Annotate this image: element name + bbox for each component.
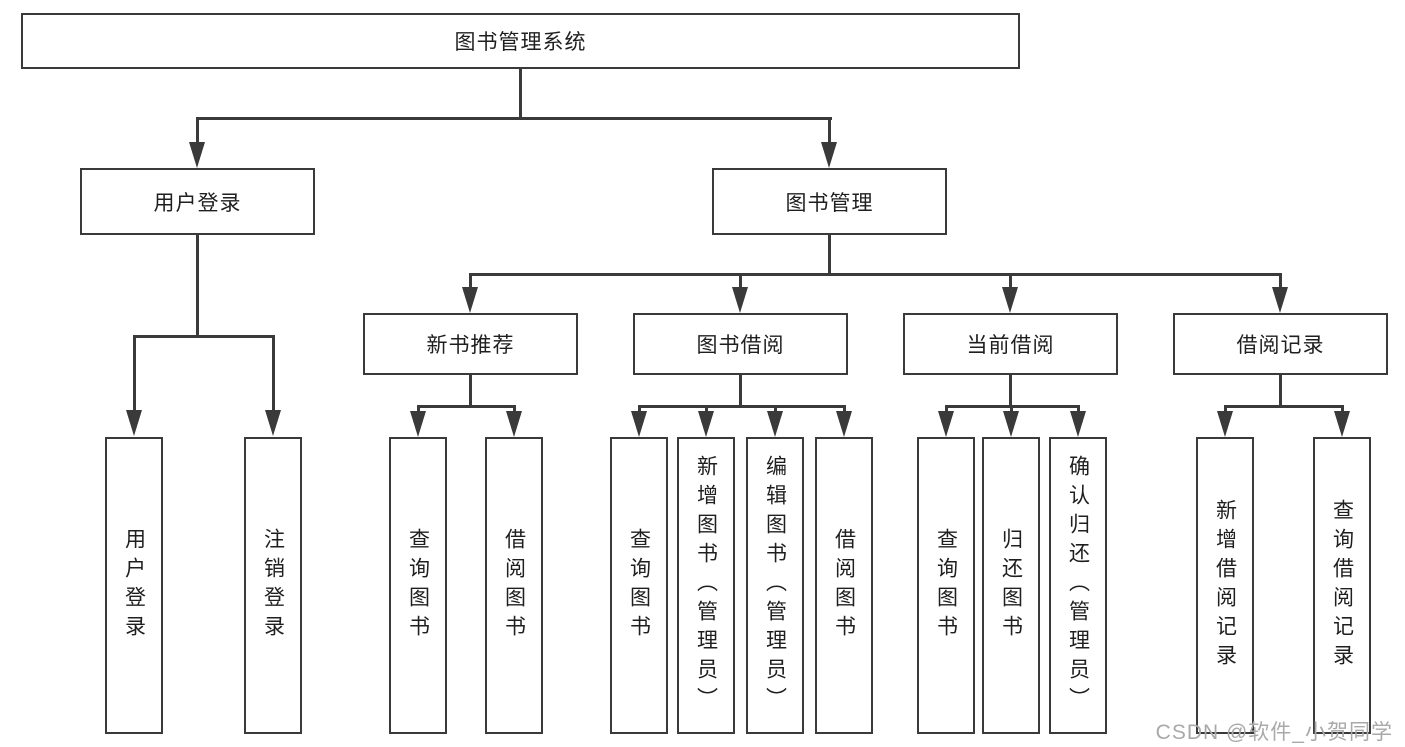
connector-arrow-line [469, 273, 472, 291]
node-current-borrow: 当前借阅 [903, 313, 1118, 375]
arrow-down-icon [1070, 411, 1086, 437]
connector-arrow-line [1077, 405, 1080, 415]
arrow-down-icon [1003, 411, 1019, 437]
connector-arrow-line [196, 117, 199, 147]
connector-group-stem [1009, 375, 1012, 407]
leaf-label: 归还图书 [999, 527, 1023, 644]
node-label: 当前借阅 [966, 334, 1055, 357]
connector-arrow-line [1009, 273, 1012, 291]
connector-root-stem [519, 69, 522, 119]
csdn-watermark: CSDN @软件_小贺同学 [1155, 721, 1393, 744]
node-label: 借阅记录 [1236, 334, 1325, 357]
connector-arrow-line [828, 117, 831, 147]
connector-level3-branch [469, 273, 1282, 276]
leaf-label: 确认归还（管理员） [1066, 455, 1090, 716]
arrow-down-icon [938, 411, 954, 437]
node-label: 新书推荐 [426, 334, 515, 357]
node-root-label: 图书管理系统 [454, 31, 587, 54]
connector-arrow-line [945, 405, 948, 415]
arrow-down-icon [265, 410, 281, 436]
arrow-down-icon [732, 287, 748, 313]
arrow-down-icon [821, 142, 837, 168]
leaf-query-book-borrow: 查询图书 [610, 437, 668, 734]
connector-group-stem [1279, 375, 1282, 407]
leaf-add-book-admin: 新增图书（管理员） [677, 437, 735, 734]
node-borrow-records: 借阅记录 [1173, 313, 1388, 375]
connector-group-branch [945, 405, 1080, 408]
leaf-borrow-book-recommend: 借阅图书 [485, 437, 543, 734]
leaf-add-borrow-record: 新增借阅记录 [1196, 437, 1254, 734]
node-root: 图书管理系统 [21, 13, 1020, 69]
leaf-query-book-current: 查询图书 [917, 437, 975, 734]
node-user-login-label: 用户登录 [153, 191, 242, 215]
arrow-down-icon [698, 411, 714, 437]
connector-arrow-line [1010, 405, 1013, 415]
leaf-label: 新增借阅记录 [1213, 498, 1237, 673]
arrow-down-icon [410, 411, 426, 437]
leaf-label: 用户登录 [122, 527, 146, 644]
leaf-label: 查询图书 [934, 527, 958, 644]
arrow-down-icon [1334, 411, 1350, 437]
node-user-login: 用户登录 [80, 168, 315, 235]
arrow-down-icon [767, 411, 783, 437]
node-new-book-recommend: 新书推荐 [363, 313, 578, 375]
connector-arrow-line [417, 405, 420, 415]
arrow-down-icon [1002, 287, 1018, 313]
connector-arrow-line [739, 273, 742, 291]
connector-group-stem [469, 375, 472, 407]
arrow-down-icon [126, 410, 142, 436]
connector-level1-branch [196, 117, 832, 120]
leaf-label: 编辑图书（管理员） [763, 455, 787, 716]
leaf-label: 新增图书（管理员） [694, 455, 718, 716]
leaf-return-book: 归还图书 [982, 437, 1040, 734]
connector-arrow-line [638, 405, 641, 415]
arrow-down-icon [189, 142, 205, 168]
leaf-query-borrow-record: 查询借阅记录 [1313, 437, 1371, 734]
connector-user-login-stem [196, 235, 199, 337]
connector-group-branch [417, 405, 516, 408]
leaf-label: 借阅图书 [502, 527, 526, 644]
arrow-down-icon [1272, 287, 1288, 313]
leaf-label: 借阅图书 [832, 527, 856, 644]
leaf-query-book-recommend: 查询图书 [389, 437, 447, 734]
node-book-borrow: 图书借阅 [633, 313, 848, 375]
connector-arrow-line [272, 335, 275, 412]
connector-arrow-line [133, 335, 136, 412]
leaf-borrow-book: 借阅图书 [815, 437, 873, 734]
leaf-confirm-return-admin: 确认归还（管理员） [1049, 437, 1107, 734]
connector-arrow-line [1224, 405, 1227, 415]
connector-book-mgmt-stem [828, 235, 831, 275]
arrow-down-icon [506, 411, 522, 437]
arrow-down-icon [631, 411, 647, 437]
leaf-label: 查询图书 [627, 527, 651, 644]
node-book-management: 图书管理 [712, 168, 947, 235]
connector-group-branch [638, 405, 846, 408]
connector-group-stem [739, 375, 742, 407]
connector-arrow-line [843, 405, 846, 415]
node-book-management-label: 图书管理 [785, 191, 874, 215]
arrow-down-icon [462, 287, 478, 313]
arrow-down-icon [836, 411, 852, 437]
connector-arrow-line [513, 405, 516, 415]
connector-arrow-line [774, 405, 777, 415]
leaf-edit-book-admin: 编辑图书（管理员） [746, 437, 804, 734]
connector-user-login-branch [133, 335, 275, 338]
connector-arrow-line [1279, 273, 1282, 291]
connector-arrow-line [1341, 405, 1344, 415]
connector-arrow-line [705, 405, 708, 415]
connector-group-branch [1224, 405, 1344, 408]
leaf-label: 查询图书 [406, 527, 430, 644]
leaf-user-login: 用户登录 [105, 437, 163, 734]
node-label: 图书借阅 [696, 334, 785, 357]
arrow-down-icon [1217, 411, 1233, 437]
leaf-logout-login: 注销登录 [244, 437, 302, 734]
leaf-label: 查询借阅记录 [1330, 498, 1354, 673]
leaf-label: 注销登录 [261, 527, 285, 644]
